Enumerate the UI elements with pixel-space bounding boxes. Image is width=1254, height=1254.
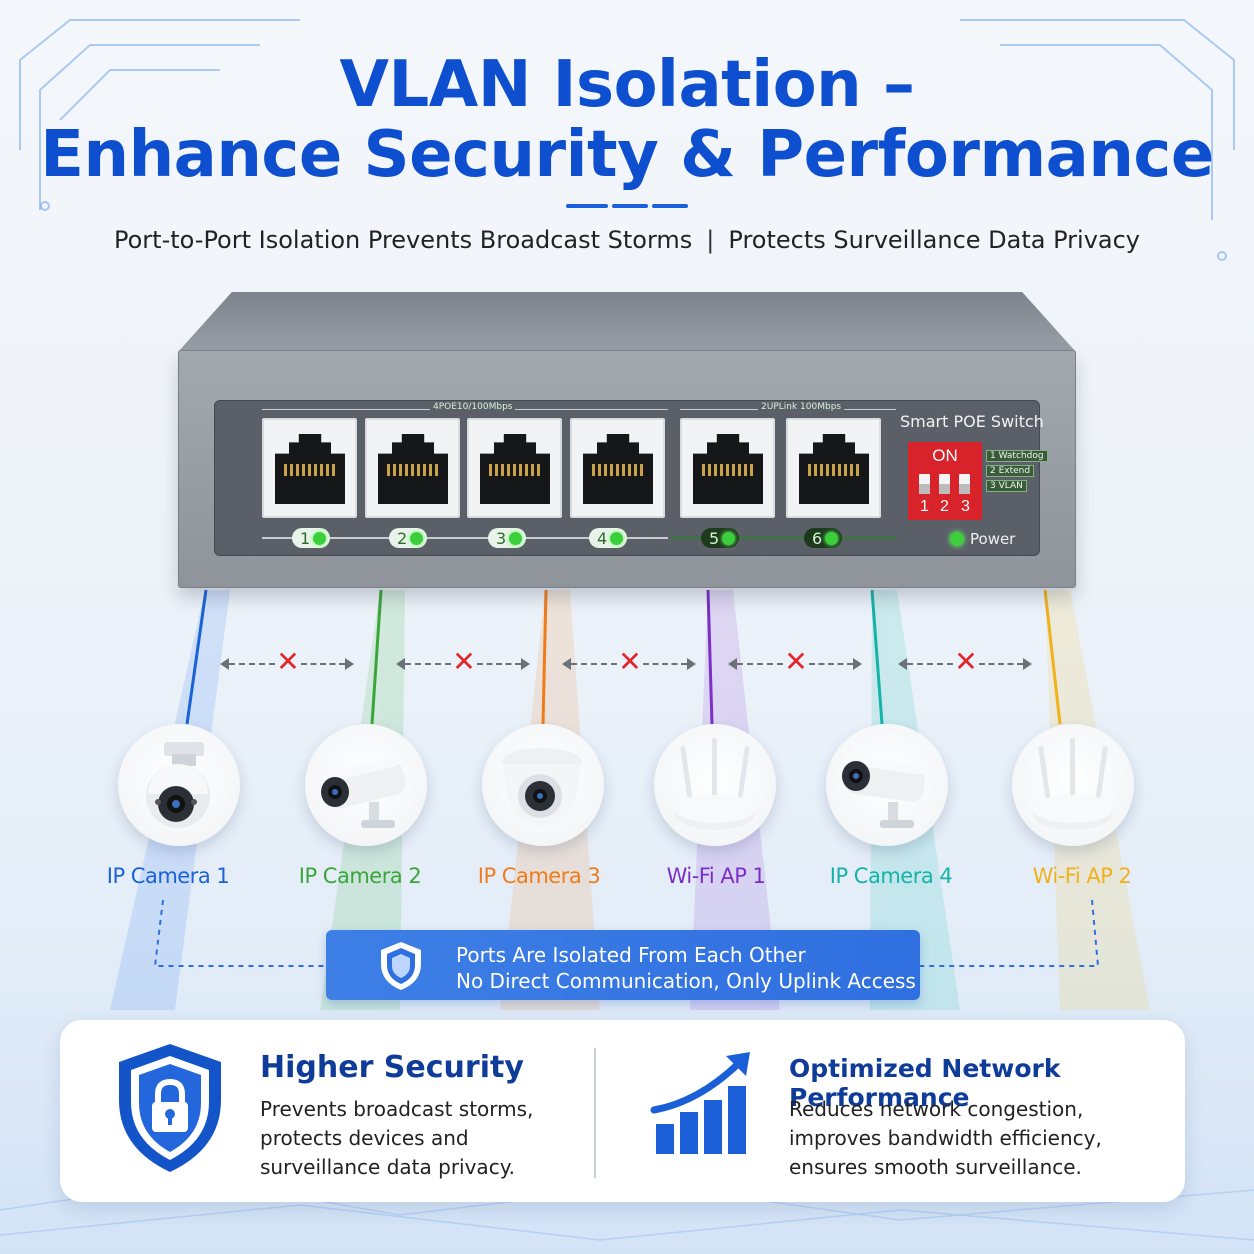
device-wifi-ap-1 <box>654 724 776 846</box>
blocked-x-icon: ✕ <box>276 645 300 678</box>
blocked-x-icon: ✕ <box>452 645 476 678</box>
wifi-router-icon <box>675 738 755 830</box>
port-group-1-label: 4POE10/100Mbps <box>430 402 516 412</box>
device-ip-camera-3 <box>482 724 604 846</box>
port-led-2: 2 <box>389 528 428 548</box>
blocked-x-icon: ✕ <box>618 645 642 678</box>
device-label-ip-camera-2: IP Camera 2 <box>298 864 422 888</box>
shield-lock-icon <box>119 1044 221 1172</box>
led-dot-icon <box>825 531 839 545</box>
device-ip-camera-2 <box>305 724 427 846</box>
isolation-marker-4: ✕ <box>728 647 862 677</box>
features-divider <box>594 1048 596 1178</box>
page-title-line-2: Enhance Security & Performance <box>40 118 1214 192</box>
blocked-x-icon: ✕ <box>784 645 808 678</box>
isolation-marker-2: ✕ <box>396 647 530 677</box>
wifi-router-icon <box>1033 738 1113 830</box>
subtitle-right: Protects Surveillance Data Privacy <box>728 226 1140 254</box>
subtitle-left: Port-to-Port Isolation Prevents Broadcas… <box>114 226 693 254</box>
feature-performance-line-1: Reduces network congestion, <box>789 1097 1084 1121</box>
led-dot-icon <box>722 531 736 545</box>
banner-line-2: No Direct Communication, Only Uplink Acc… <box>456 969 916 993</box>
isolation-banner: Ports Are Isolated From Each Other No Di… <box>326 930 920 1000</box>
features-card: Higher Security Prevents broadcast storm… <box>60 1020 1185 1202</box>
feature-performance-line-2: improves bandwidth efficiency, <box>789 1126 1102 1150</box>
page-title-line-1: VLAN Isolation – <box>339 48 915 122</box>
subtitle: Port-to-Port Isolation Prevents Broadcas… <box>0 226 1254 254</box>
feature-security-line-3: surveillance data privacy. <box>260 1155 516 1179</box>
dip-switch[interactable]: ON 1 2 3 <box>908 442 982 520</box>
ptz-camera-icon <box>146 742 210 828</box>
led-dot-icon <box>410 531 424 545</box>
rj45-port-1 <box>262 418 357 518</box>
switch-model-name: Smart POE Switch <box>900 412 1044 431</box>
subtitle-separator: | <box>706 226 715 254</box>
led-dot-icon <box>610 531 624 545</box>
led-row-line-2 <box>670 537 896 539</box>
port-led-4: 4 <box>589 528 628 548</box>
power-indicator: Power <box>950 530 1015 548</box>
feature-security-line-1: Prevents broadcast storms, <box>260 1097 534 1121</box>
port-number-2: 2 <box>397 528 408 548</box>
led-row-line-1 <box>262 537 668 539</box>
port-number-4: 4 <box>597 528 608 548</box>
device-label-ip-camera-3: IP Camera 3 <box>477 864 601 888</box>
device-ip-camera-4 <box>826 724 948 846</box>
feature-title-performance: Optimized Network Performance <box>789 1054 1061 1112</box>
rj45-port-3 <box>467 418 562 518</box>
dip-on-label: ON <box>932 446 958 465</box>
device-wifi-ap-2 <box>1012 724 1134 846</box>
dip-option-extend: 2 Extend <box>986 465 1035 477</box>
isolation-marker-1: ✕ <box>220 647 354 677</box>
dip-number-1: 1 <box>920 498 929 515</box>
bullet-camera-icon <box>320 756 406 828</box>
device-label-wifi-ap-2: Wi-Fi AP 2 <box>1032 864 1132 888</box>
dip-toggle-3[interactable] <box>959 474 970 494</box>
led-dot-icon <box>313 531 327 545</box>
rj45-port-5 <box>680 418 775 518</box>
dip-number-2: 2 <box>940 498 949 515</box>
port-number-3: 3 <box>496 528 507 548</box>
banner-line-1: Ports Are Isolated From Each Other <box>456 943 806 967</box>
title-underline <box>566 204 688 208</box>
shield-icon <box>381 942 421 990</box>
dome-camera-icon <box>502 748 582 826</box>
blocked-x-icon: ✕ <box>954 645 978 678</box>
isolation-marker-3: ✕ <box>562 647 696 677</box>
device-ip-camera-1 <box>118 724 240 846</box>
bullet-camera-icon <box>842 754 925 828</box>
device-label-ip-camera-4: IP Camera 4 <box>829 864 953 888</box>
device-label-wifi-ap-1: Wi-Fi AP 1 <box>666 864 766 888</box>
dip-toggle-1[interactable] <box>919 474 930 494</box>
isolation-marker-5: ✕ <box>898 647 1032 677</box>
port-number-5: 5 <box>709 528 720 548</box>
power-led-icon <box>950 532 964 546</box>
feature-text-performance: Reduces network congestion, improves ban… <box>789 1095 1102 1182</box>
dip-option-watchdog: 1 Watchdog <box>986 450 1048 462</box>
port-led-1: 1 <box>292 528 331 548</box>
rj45-port-4 <box>570 418 665 518</box>
port-led-5: 5 <box>701 528 740 548</box>
port-led-6: 6 <box>804 528 843 548</box>
rj45-port-6 <box>786 418 881 518</box>
device-label-ip-camera-1: IP Camera 1 <box>106 864 230 888</box>
port-group-2-label: 2UPLink 100Mbps <box>758 402 845 412</box>
feature-text-security: Prevents broadcast storms, protects devi… <box>260 1095 533 1182</box>
growth-chart-icon <box>650 1052 750 1154</box>
rj45-port-2 <box>365 418 460 518</box>
feature-performance-line-3: ensures smooth surveillance. <box>789 1155 1082 1179</box>
port-number-6: 6 <box>812 528 823 548</box>
led-dot-icon <box>509 531 523 545</box>
dip-number-3: 3 <box>961 498 970 515</box>
power-label: Power <box>970 530 1016 548</box>
port-number-1: 1 <box>300 528 311 548</box>
switch-top-surface <box>178 292 1076 352</box>
dip-option-vlan: 3 VLAN <box>986 480 1027 492</box>
feature-title-security: Higher Security <box>260 1050 524 1085</box>
dip-toggle-2[interactable] <box>939 474 950 494</box>
feature-security-line-2: protects devices and <box>260 1126 469 1150</box>
port-led-3: 3 <box>488 528 527 548</box>
